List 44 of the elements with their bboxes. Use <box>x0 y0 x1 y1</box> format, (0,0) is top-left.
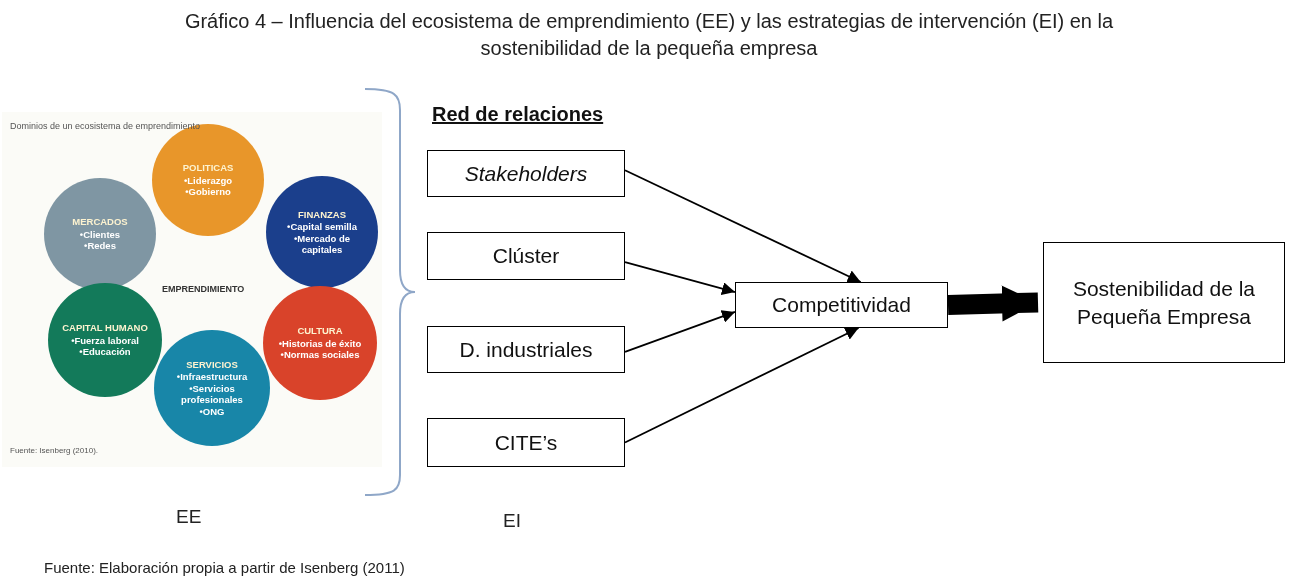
box-text: Sostenibilidad de la Pequeña Empresa <box>1071 276 1257 330</box>
bullet-item: •Clientes <box>79 228 121 241</box>
bullet-item: •Infraestructura <box>176 371 248 383</box>
bullet-item: •Educación <box>79 346 131 358</box>
arrow <box>624 169 862 283</box>
label: EI <box>503 510 521 532</box>
bullet-item: •Liderazgo <box>183 174 233 187</box>
box-text: CITE’s <box>493 429 559 456</box>
bullet-item: •Gobierno <box>185 186 231 198</box>
box-text: Stakeholders <box>463 160 589 187</box>
arrow <box>624 261 736 295</box>
circle-heading: MERCADOS <box>72 216 128 228</box>
text-box <box>735 282 948 328</box>
circle-heading: POLITICAS <box>182 162 234 174</box>
section-heading: Red de relaciones <box>432 103 604 126</box>
bullet-item: •Mercado de capitales <box>292 232 352 256</box>
label: EMPRENDIMIENTO <box>162 284 245 294</box>
circle-heading: CAPITAL HUMANO <box>62 322 148 334</box>
bullet-item: •Redes <box>84 240 116 252</box>
circle-heading: CULTURA <box>297 325 343 337</box>
bullet-item: •ONG <box>199 405 225 417</box>
box-text: D. industriales <box>458 336 594 363</box>
bullet-item: •Fuerza laboral <box>71 334 139 347</box>
box-text: Clúster <box>491 243 561 270</box>
arrow <box>624 327 860 444</box>
label: EE <box>176 506 202 528</box>
label: Fuente: Isenberg (2010). <box>10 446 99 455</box>
circle-heading: SERVICIOS <box>186 359 238 371</box>
bullet-item: •Capital semilla <box>287 221 357 233</box>
bullet-item: •Normas sociales <box>280 349 360 361</box>
arrow <box>624 310 736 353</box>
text-box <box>427 326 625 373</box>
bullet-item: •Historias de éxito <box>278 337 362 350</box>
text-box <box>427 150 625 197</box>
text-box <box>427 418 625 467</box>
bullet-item: •Servicios profesionales <box>180 382 244 406</box>
circle-heading: FINANZAS <box>298 208 346 221</box>
caption: Fuente: Elaboración propia a partir de Isenberg (2011) <box>44 559 405 576</box>
text-box <box>427 232 625 280</box>
text-box <box>1043 242 1285 363</box>
title: Gráfico 4 – Influencia del ecosistema de emprendimiento (EE) y las estrategias de intervención (EI) en la sostenibilidad de la pequeña empresa <box>183 9 1115 61</box>
box-text: Competitividad <box>771 292 912 319</box>
thick-arrow <box>947 285 1039 322</box>
label: Dominios de un ecosistema de emprendimiento <box>10 121 201 131</box>
